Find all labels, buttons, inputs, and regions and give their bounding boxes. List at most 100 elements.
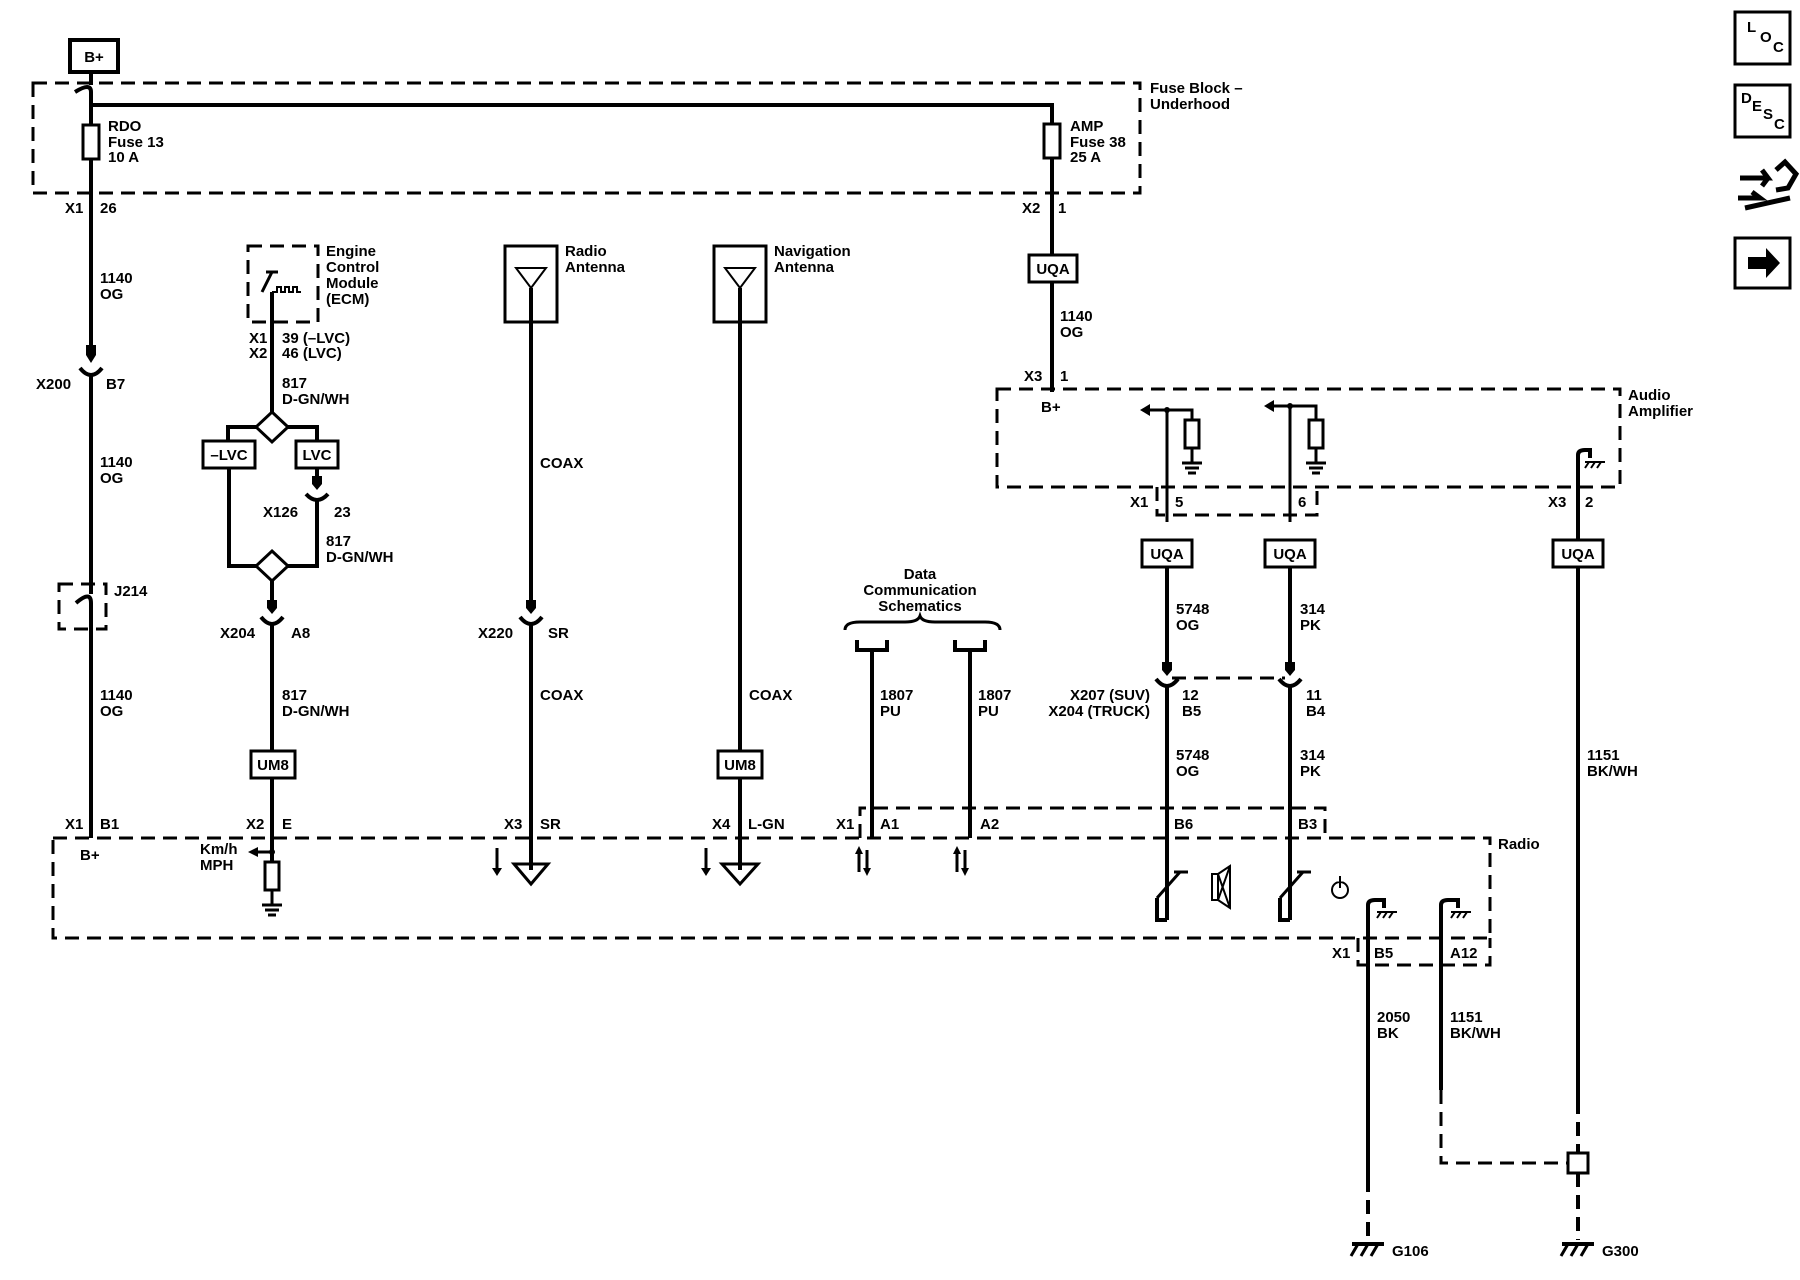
- circuit-817-num-3: 817: [282, 687, 307, 704]
- rdo-fuse-name: RDO: [108, 118, 142, 135]
- circuit-314-num-2: 314: [1300, 747, 1326, 764]
- circuit-1151-num-1: 1151: [1587, 747, 1620, 764]
- radio-x4-connector: X4: [712, 816, 731, 833]
- data-comm-label-3: Schematics: [878, 598, 961, 615]
- rdo-fuse-rating: 10 A: [108, 149, 139, 166]
- uqa-label-4: UQA: [1561, 546, 1595, 563]
- j214-splice: [57, 582, 108, 631]
- um8-label-1: UM8: [257, 757, 289, 774]
- circuit-2050-num: 2050: [1377, 1009, 1410, 1026]
- x220-connector: X220: [478, 625, 513, 642]
- radio-b5-pin: B5: [1374, 945, 1393, 962]
- next-page-arrow-icon[interactable]: [1733, 236, 1792, 290]
- x207-pin-b1: 11: [1306, 687, 1322, 704]
- radio-label: Radio: [1498, 836, 1540, 853]
- ecm-label-3: Module: [326, 275, 379, 292]
- coax-label-3: COAX: [749, 687, 792, 704]
- amp-fuse-pin: 1: [1058, 200, 1066, 217]
- ecm-label-2: Control: [326, 259, 379, 276]
- amp-fuse-connector: X2: [1022, 200, 1040, 217]
- radio-box: [51, 836, 1492, 940]
- rdo-fuse-13: [81, 123, 101, 161]
- circuit-1140-num-4: 1140: [1060, 308, 1093, 325]
- radio-antenna-label-1: Radio: [565, 243, 607, 260]
- radio-x3-connector: X3: [504, 816, 522, 833]
- x200-connector: X200: [36, 376, 71, 393]
- nav-antenna-label-1: Navigation: [774, 243, 851, 260]
- fuse-block-label-1: Fuse Block –: [1150, 80, 1243, 97]
- um8-label-2: UM8: [724, 757, 756, 774]
- circuit-1140-color-2: OG: [100, 470, 123, 487]
- uqa-label-3: UQA: [1273, 546, 1307, 563]
- lvc-option-box: [294, 439, 340, 470]
- audio-amplifier-label-2: Amplifier: [1628, 403, 1693, 420]
- x207-pin-a1: 12: [1182, 687, 1199, 704]
- data-comm-label-1: Data: [904, 566, 937, 583]
- radio-sr-pin: SR: [540, 816, 561, 833]
- circuit-5748-color-1: OG: [1176, 617, 1199, 634]
- radio-speed-label-2: MPH: [200, 857, 233, 874]
- coax-label-2: COAX: [540, 687, 583, 704]
- radio-e-pin: E: [282, 816, 292, 833]
- amp-bplus-label: B+: [1041, 399, 1061, 416]
- amp-x1-pin5: 5: [1175, 494, 1183, 511]
- desc-icon-c: C: [1774, 116, 1785, 133]
- neg-lvc-label: –LVC: [210, 447, 247, 464]
- circuit-5748-num-1: 5748: [1176, 601, 1209, 618]
- radio-bplus-label: B+: [80, 847, 100, 864]
- audio-amplifier-box: [995, 387, 1622, 489]
- rdo-fuse-number: Fuse 13: [108, 134, 164, 151]
- radio-x1-connector: X1: [65, 816, 83, 833]
- circuit-1140-color-4: OG: [1060, 324, 1083, 341]
- circuit-1807-color-1: PU: [880, 703, 901, 720]
- radio-antenna-label-2: Antenna: [565, 259, 626, 276]
- ecm-label-4: (ECM): [326, 291, 369, 308]
- circuit-314-num-1: 314: [1300, 601, 1326, 618]
- x207-connector-2: X204 (TRUCK): [1048, 703, 1150, 720]
- amp-x3-connector: X3: [1024, 368, 1042, 385]
- radio-x1c-connector: X1: [1332, 945, 1350, 962]
- circuit-314-color-2: PK: [1300, 763, 1321, 780]
- radio-speed-label-1: Km/h: [200, 841, 238, 858]
- loc-icon[interactable]: L O C: [1733, 10, 1792, 66]
- ecm-pin-1: 39 (–LVC): [282, 330, 350, 347]
- desc-icon-e: E: [1752, 98, 1762, 115]
- loc-icon-o: O: [1760, 29, 1772, 46]
- um8-option-box-1: [249, 749, 297, 780]
- x126-connector: X126: [263, 504, 298, 521]
- amp-fuse-38: [1042, 122, 1062, 160]
- x220-pin: SR: [548, 625, 569, 642]
- circuit-314-color-1: PK: [1300, 617, 1321, 634]
- radio-lgn-pin: L-GN: [748, 816, 785, 833]
- uqa-option-box-2: [1140, 538, 1194, 569]
- ecm-box: [246, 244, 320, 324]
- data-comm-label-2: Communication: [863, 582, 976, 599]
- audio-amplifier-label-1: Audio: [1628, 387, 1671, 404]
- rdo-fuse-pin: 26: [100, 200, 117, 217]
- x126-pin: 23: [334, 504, 351, 521]
- amp-x1-pin6: 6: [1298, 494, 1306, 511]
- circuit-1807-num-2: 1807: [978, 687, 1011, 704]
- desc-icon-s: S: [1763, 106, 1773, 123]
- circuit-1151-color-1: BK/WH: [1587, 763, 1638, 780]
- connector-repair-icon[interactable]: [1738, 158, 1800, 211]
- desc-icon[interactable]: D E S C: [1733, 83, 1792, 139]
- ecm-connector-2: X2: [249, 345, 267, 362]
- loc-icon-l: L: [1747, 19, 1756, 36]
- circuit-817-color-2: D-GN/WH: [326, 549, 394, 566]
- uqa-option-box-3: [1263, 538, 1317, 569]
- circuit-1807-color-2: PU: [978, 703, 999, 720]
- loc-icon-c: C: [1773, 39, 1784, 56]
- ground-g300-label: G300: [1602, 1243, 1639, 1260]
- amp-x1-connector: X1: [1130, 494, 1148, 511]
- radio-a2-pin: A2: [980, 816, 999, 833]
- circuit-2050-color: BK: [1377, 1025, 1399, 1042]
- desc-icon-d: D: [1741, 90, 1752, 107]
- ecm-connector-1: X1: [249, 330, 267, 347]
- circuit-1140-color-1: OG: [100, 286, 123, 303]
- battery-supply-box: [68, 38, 120, 74]
- circuit-817-color-3: D-GN/WH: [282, 703, 350, 720]
- uqa-label-2: UQA: [1150, 546, 1184, 563]
- amp-x3b-pin: 2: [1585, 494, 1593, 511]
- amp-fuse-rating: 25 A: [1070, 149, 1101, 166]
